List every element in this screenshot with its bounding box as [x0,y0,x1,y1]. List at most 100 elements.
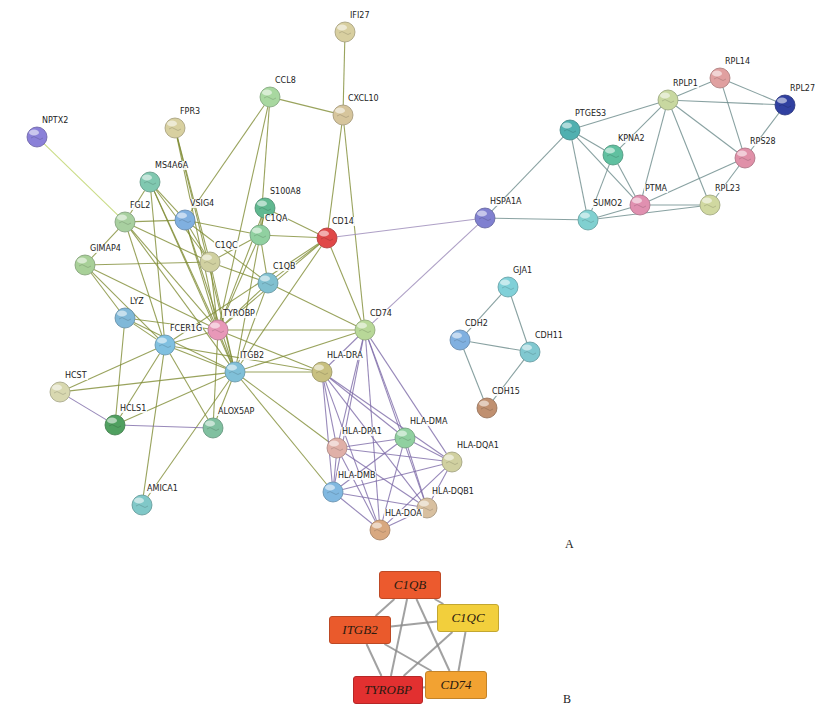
node-highlight [117,311,127,317]
gene-label: HLA-DRA [326,351,364,360]
interaction-edge [331,247,361,321]
hub-gene-box: C1QC [437,604,499,632]
node-circle [559,119,581,141]
node-ball [658,90,678,110]
node-ball [203,418,223,438]
node-highlight [77,258,87,264]
hub-gene-box: CD74 [425,671,487,699]
node-highlight [134,498,144,504]
structure-glyph [779,105,791,108]
node-highlight [372,523,382,529]
node-circle [199,251,221,273]
protein-node: SUMO2 [577,209,599,231]
interaction-edge [191,105,265,212]
gene-label: C1QA [264,214,288,223]
node-circle [114,307,136,329]
interaction-edge [157,189,178,212]
hub-link [391,599,407,676]
gene-label: ITGB2 [342,622,377,638]
node-highlight [260,276,270,282]
node-circle [249,224,271,246]
protein-node: HLA-DMA [394,427,416,449]
hub-gene-box: ITGB2 [329,616,391,644]
structure-glyph [704,205,716,208]
interaction-edge [729,82,776,101]
node-circle [114,211,136,233]
panel-letter: A [565,537,574,552]
interaction-edge [335,340,363,482]
interaction-edge [676,106,737,152]
structure-glyph [259,208,271,211]
node-ball [735,148,755,168]
interaction-edge [579,135,605,150]
gene-label: FGL2 [129,201,151,210]
gene-label: PTGES3 [574,109,607,118]
gene-label: PTMA [644,184,668,193]
interaction-edge [91,273,119,310]
interaction-edge [328,125,341,228]
node-highlight [325,485,335,491]
gene-label: CDH11 [534,331,564,340]
protein-node: C1QA [249,224,271,246]
protein-node: FPR3 [164,117,186,139]
interaction-edge [277,287,356,325]
protein-node: RPLP1 [657,89,679,111]
interaction-edge [276,244,319,277]
interaction-edge [572,140,586,210]
protein-node: PTMA [629,194,651,216]
node-ball [165,118,185,138]
node-highlight [329,441,339,447]
protein-node: HLA-DQA1 [441,451,463,473]
node-ball [578,210,598,230]
protein-node: NPTX2 [26,126,48,148]
node-highlight [444,455,454,461]
gene-label: RPS28 [749,137,777,146]
structure-glyph [109,425,121,428]
protein-node: FCER1G [154,334,176,356]
node-circle [311,361,333,383]
interaction-edge [245,371,312,372]
node-circle [394,427,416,449]
node-circle [332,104,354,126]
gene-label: HCST [64,371,88,380]
interaction-edge [135,220,175,221]
node-circle [257,272,279,294]
interaction-edge [131,230,229,364]
structure-glyph [136,505,148,508]
interaction-edge [70,373,225,391]
node-ball [333,105,353,125]
gene-label: FPR3 [179,107,201,116]
protein-node: MS4A6A [139,171,161,193]
node-circle [657,89,679,111]
gene-label: HLA-DMA [409,417,448,426]
interaction-edge [270,235,317,237]
node-ball [75,255,95,275]
interaction-edge [175,333,209,343]
protein-node: HCST [49,381,71,403]
protein-node: CDH11 [519,341,541,363]
node-circle [174,209,196,231]
node-circle [207,319,229,341]
node-ball [370,520,390,540]
interaction-edge [347,449,442,461]
gene-label: CDH2 [464,319,489,328]
gene-label: TYROBP [364,682,412,698]
interaction-edge [241,246,322,364]
node-circle [441,451,463,473]
node-ball [498,277,518,297]
node-highlight [660,93,670,99]
interaction-edge [94,269,209,325]
gene-label: HLA-DOA [384,509,423,518]
gene-label: HCLS1 [119,404,147,413]
protein-node: HLA-DRA [311,361,333,383]
node-circle [316,227,338,249]
node-highlight [262,90,272,96]
structure-glyph [212,330,224,333]
structure-glyph [31,137,43,140]
node-highlight [522,345,532,351]
protein-node: CXCL10 [332,104,354,126]
structure-glyph [524,352,536,355]
protein-node: CDH2 [449,329,471,351]
protein-node: C1QB [257,272,279,294]
